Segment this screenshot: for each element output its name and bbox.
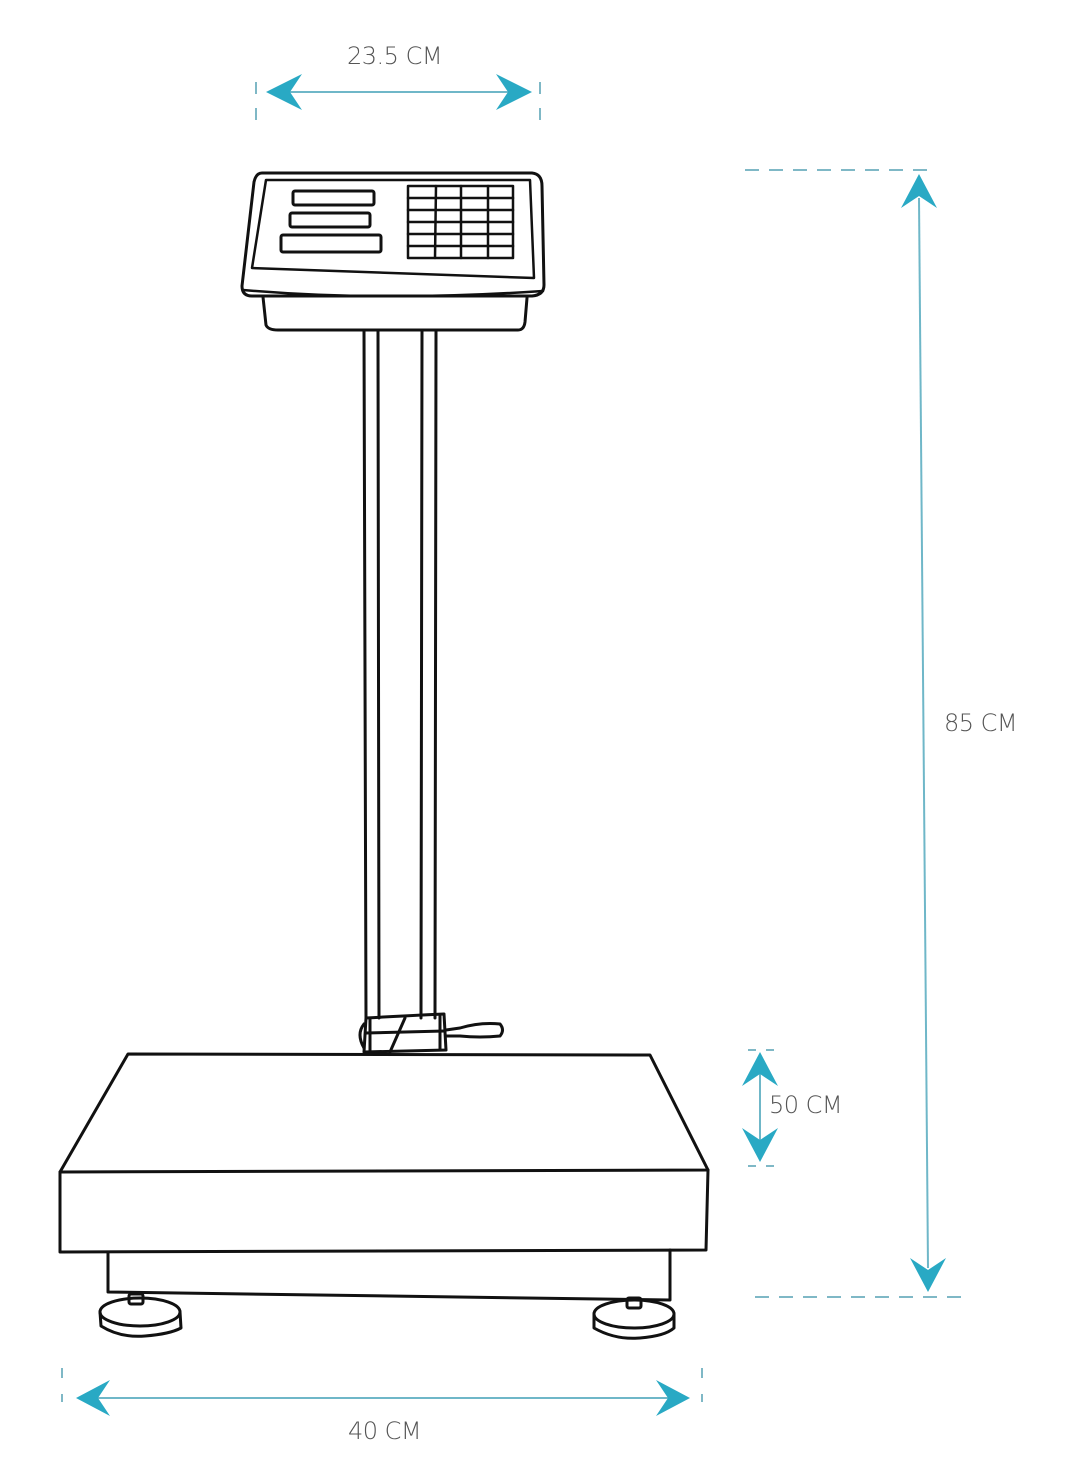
column <box>362 328 438 1020</box>
dimension-platform-depth <box>742 1049 778 1167</box>
dimension-display-width <box>255 74 541 120</box>
label-display-width: 23.5 CM <box>347 42 443 70</box>
label-total-height: 85 CM <box>944 709 1018 737</box>
label-platform-width: 40 CM <box>348 1417 422 1445</box>
display-head <box>240 171 546 332</box>
platform <box>58 1052 710 1302</box>
foot-right <box>592 1296 676 1340</box>
dimension-total-height <box>745 169 970 1298</box>
dimension-platform-width <box>61 1368 703 1416</box>
label-platform-depth: 50 CM <box>769 1091 843 1119</box>
display-windows <box>279 189 383 254</box>
foot-left <box>98 1292 183 1338</box>
column-clamp <box>358 1012 504 1054</box>
keypad <box>406 184 515 260</box>
